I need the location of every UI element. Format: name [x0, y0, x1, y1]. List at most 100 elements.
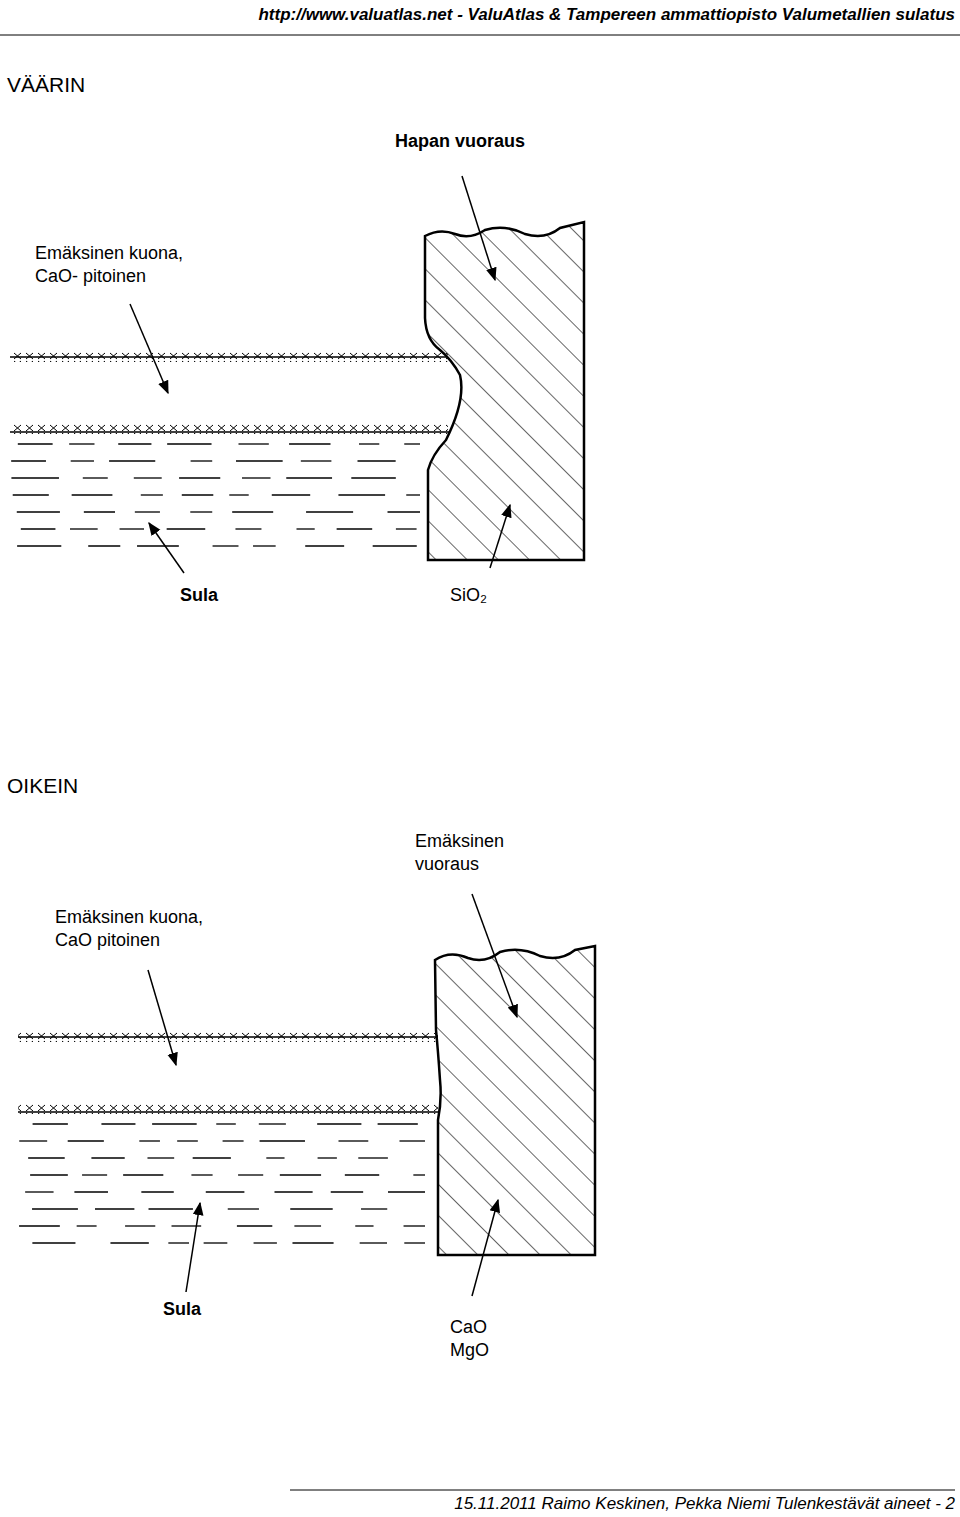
- melt-dash: [373, 545, 417, 546]
- melt-dash: [72, 494, 113, 495]
- melt-dash: [83, 477, 108, 478]
- melt-dash: [25, 1191, 53, 1192]
- melt-dash: [404, 1242, 425, 1243]
- page-footer: 15.11.2011 Raimo Keskinen, Pekka Niemi T…: [454, 1493, 955, 1514]
- melt-dash: [404, 1225, 425, 1226]
- melt-dash: [139, 1140, 160, 1141]
- melt-dash: [338, 494, 385, 495]
- melt-dash: [33, 1123, 68, 1124]
- leader-arrow: [130, 304, 168, 393]
- melt-dash: [404, 443, 420, 444]
- melt-dash: [272, 494, 310, 495]
- melt-dash: [179, 477, 220, 478]
- melt-dash: [305, 545, 344, 546]
- melt-dash: [345, 1174, 379, 1175]
- melt-dash: [378, 1123, 418, 1124]
- melt-dash: [74, 1191, 108, 1192]
- melt-dash: [236, 460, 283, 461]
- slag-layer: [10, 352, 450, 434]
- leader-arrow: [490, 505, 510, 568]
- melt-dash: [396, 528, 417, 529]
- melt-dash: [238, 443, 268, 444]
- melt-dash: [289, 443, 330, 444]
- melt-dash: [359, 443, 379, 444]
- leader-arrow: [472, 894, 517, 1017]
- melt-dash: [358, 1157, 388, 1158]
- melt-dash: [88, 545, 120, 546]
- melt-dash: [331, 1191, 363, 1192]
- header-rule: [0, 35, 960, 36]
- material-label: SiO₂: [450, 584, 530, 607]
- melt-dash: [68, 1140, 104, 1141]
- melt-dash: [69, 443, 94, 444]
- melt-dash: [17, 545, 61, 546]
- melt-dash: [232, 511, 273, 512]
- melt-dash: [388, 511, 420, 512]
- melt-dash: [167, 443, 211, 444]
- melt-dash: [351, 477, 396, 478]
- section-heading: VÄÄRIN: [7, 72, 85, 98]
- melt-dash: [206, 1191, 245, 1192]
- melt-dash: [254, 1242, 277, 1243]
- page-header: http://www.valuatlas.net - ValuAtlas & T…: [258, 4, 955, 25]
- melt-dash: [71, 460, 94, 461]
- melt-dash: [237, 1225, 272, 1226]
- melt-dash: [294, 1225, 321, 1226]
- material-label: CaO MgO: [450, 1316, 508, 1361]
- melt-dash: [286, 477, 332, 478]
- melt-dashes: [19, 1124, 425, 1243]
- leader-arrow: [186, 1203, 200, 1292]
- leader-arrow: [148, 970, 176, 1065]
- melt-dash: [167, 528, 206, 529]
- melt-dash: [242, 477, 271, 478]
- slag-label: Emäksinen kuona, CaO- pitoinen: [35, 242, 225, 287]
- melt-dash: [253, 545, 276, 546]
- melt-dash: [28, 1157, 65, 1158]
- melt-dash: [338, 1140, 368, 1141]
- melt-dash: [388, 1191, 425, 1192]
- melt-dash: [19, 1140, 47, 1141]
- melt-dash: [182, 494, 214, 495]
- melt-dash: [70, 528, 98, 529]
- melt-dash: [168, 1242, 189, 1243]
- leader-arrow: [472, 1200, 498, 1296]
- slag-layer: [18, 1032, 438, 1114]
- lining-label: Hapan vuoraus: [395, 130, 595, 153]
- melt-dash: [13, 494, 49, 495]
- melt-dash: [18, 443, 53, 444]
- basic-lining: [435, 946, 595, 1255]
- melt-dash: [135, 511, 160, 512]
- melt-dash: [216, 1123, 236, 1124]
- melt-dash: [109, 460, 155, 461]
- melt-dash: [317, 1123, 361, 1124]
- melt-dash: [21, 528, 56, 529]
- melt-dash: [125, 1225, 155, 1226]
- melt-dash: [228, 1208, 259, 1209]
- melt-dash: [361, 1208, 387, 1209]
- melt-dash: [30, 1174, 68, 1175]
- melt-dash: [11, 460, 46, 461]
- melt-dash: [290, 1208, 332, 1209]
- melt-dash: [318, 1157, 337, 1158]
- melt-label: Sula: [163, 1298, 243, 1321]
- leader-lines: [130, 176, 517, 1296]
- melt-dash: [358, 460, 396, 461]
- melt-dash: [152, 1123, 197, 1124]
- melt-dash: [259, 1123, 286, 1124]
- melt-dash: [274, 1191, 312, 1192]
- melt-label: Sula: [180, 584, 260, 607]
- melt-dash: [141, 494, 163, 495]
- melt-dash: [238, 1174, 263, 1175]
- melt-dash: [355, 1225, 373, 1226]
- melt-dash: [292, 1242, 333, 1243]
- melt-dash: [301, 460, 332, 461]
- melt-dash: [91, 1157, 124, 1158]
- melt-dash: [229, 494, 248, 495]
- melt-dash: [306, 511, 353, 512]
- melt-dash: [191, 1174, 212, 1175]
- melt-dash: [260, 1140, 305, 1141]
- slag-label: Emäksinen kuona, CaO pitoinen: [55, 906, 245, 951]
- melt-dash: [191, 460, 213, 461]
- melt-dash: [190, 511, 212, 512]
- melt-dash: [149, 1208, 193, 1209]
